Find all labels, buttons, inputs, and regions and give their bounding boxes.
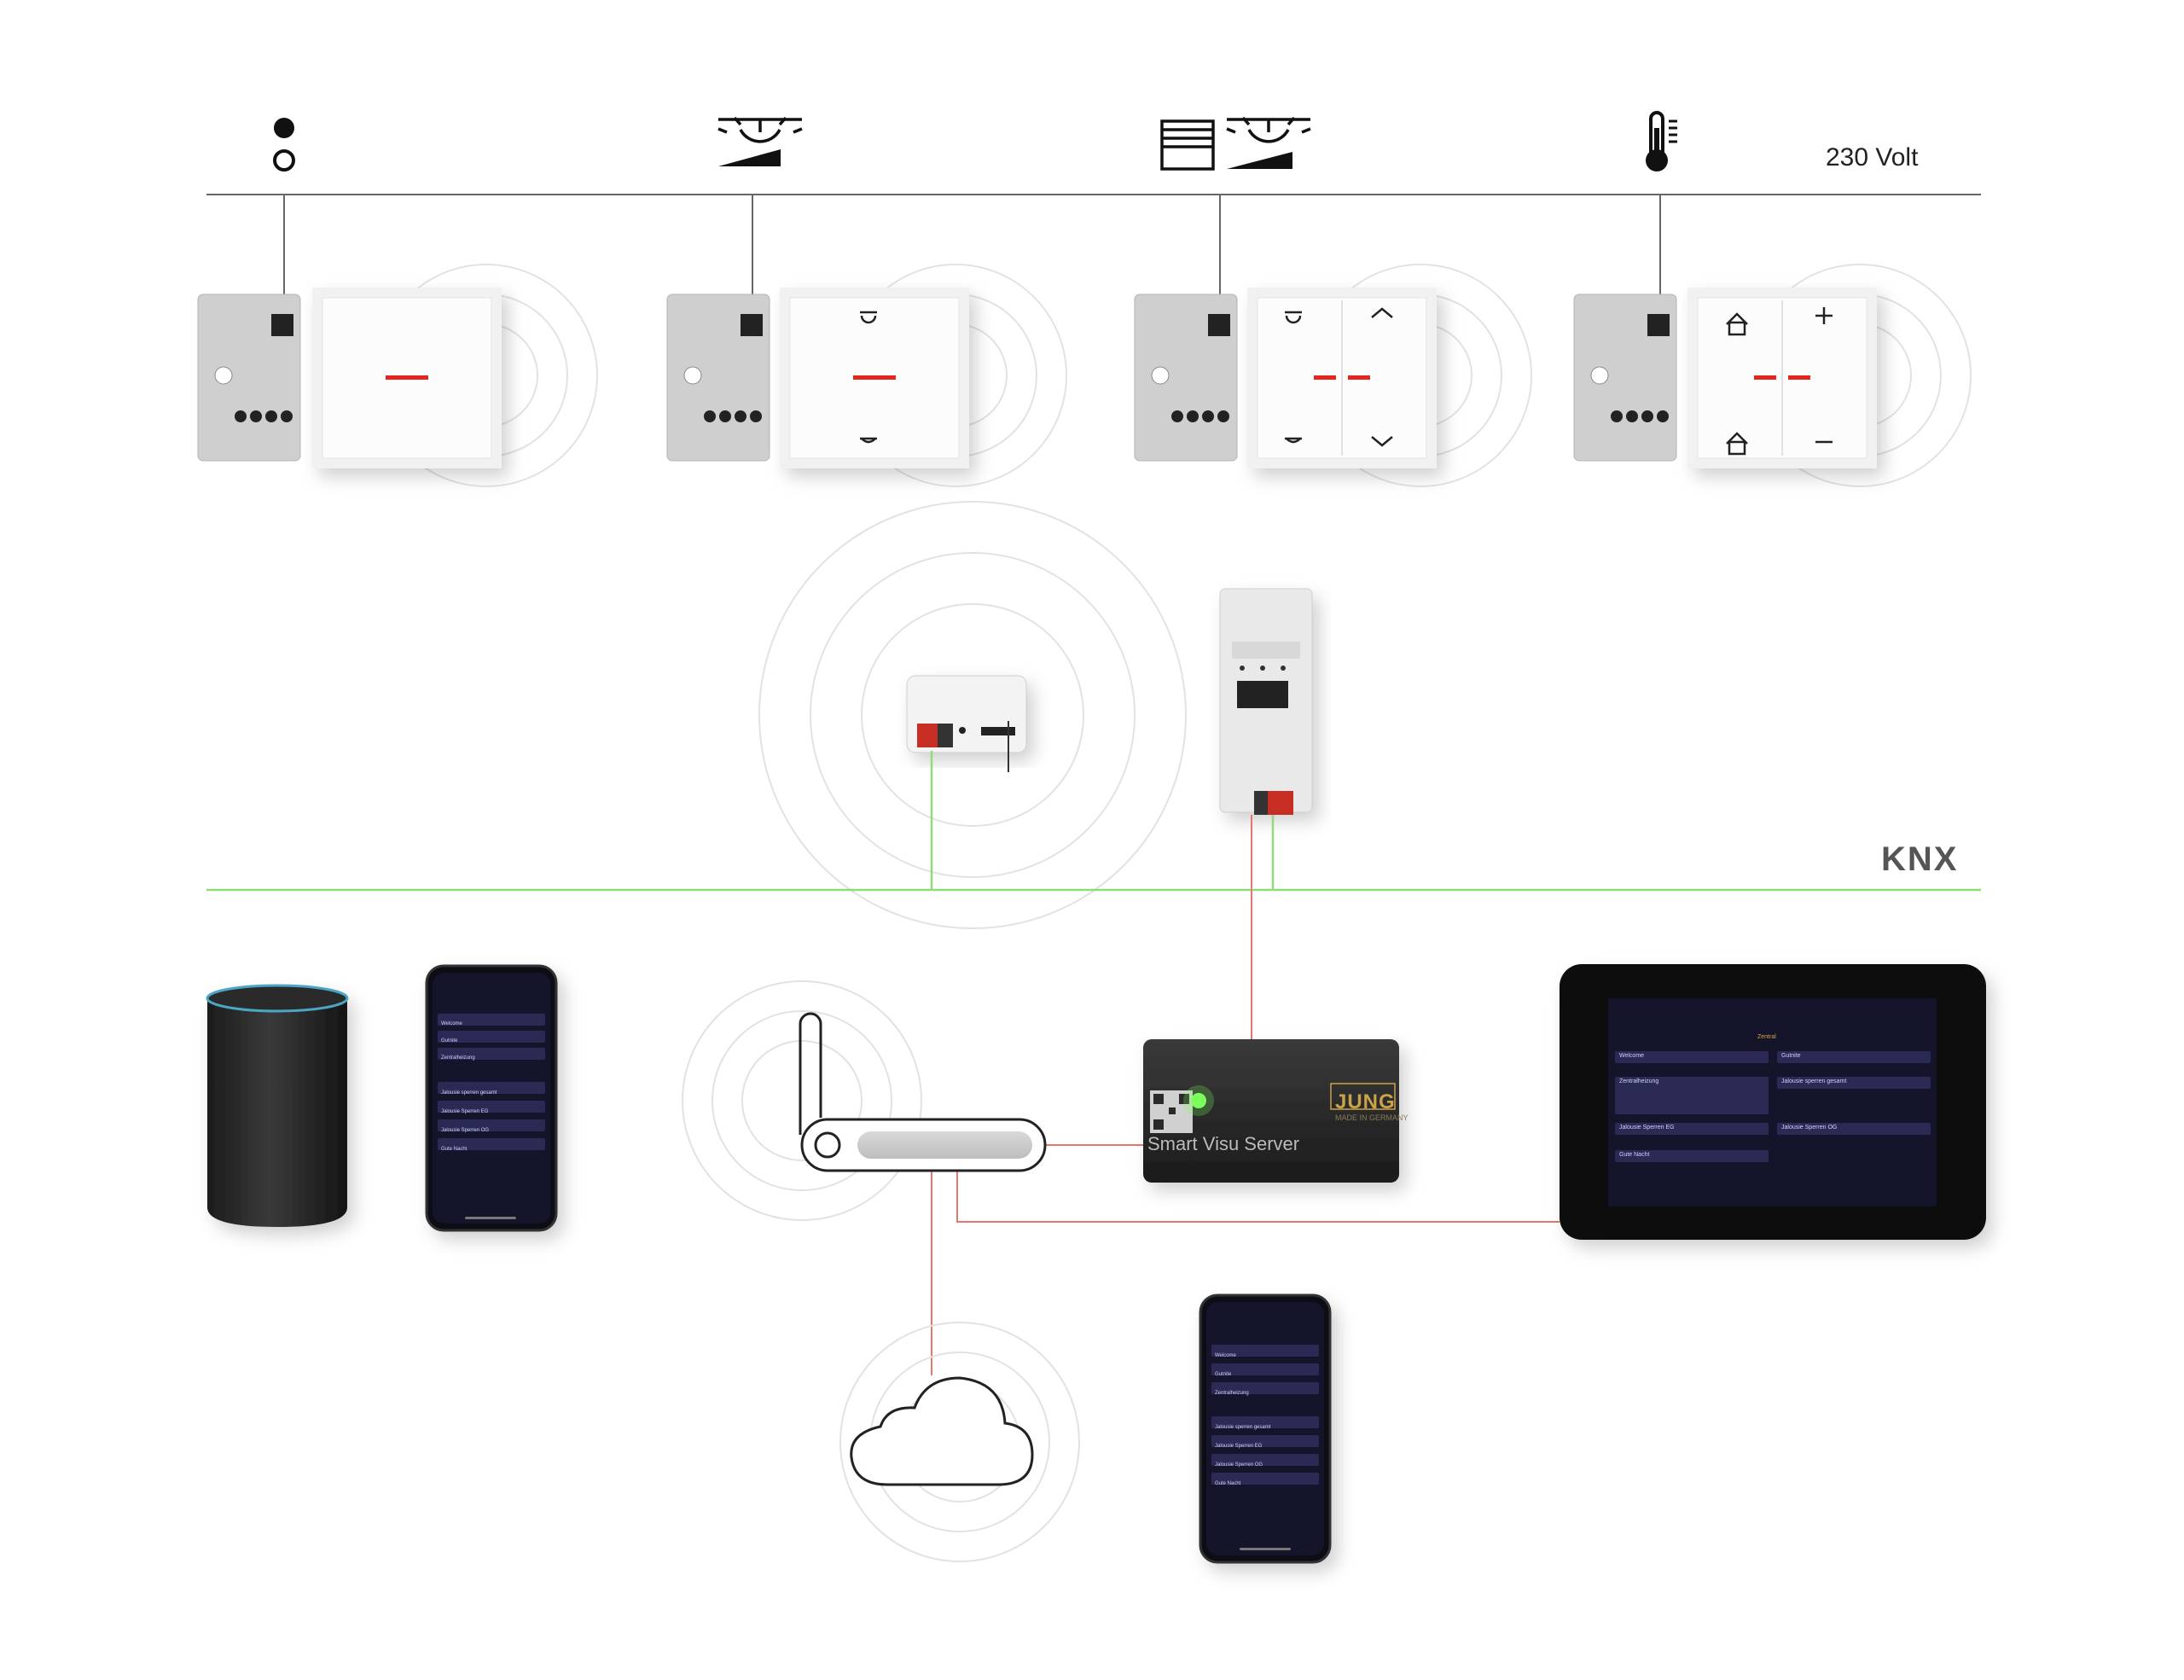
phone2-item-list: Welcome Gutnite Zentralheizung: [1215, 1346, 1249, 1403]
wireless-switch-unit-2: [666, 264, 1067, 487]
phone1-item-list: Welcome Gutnite Zentralheizung: [441, 1015, 475, 1067]
switch-icon: [273, 118, 295, 171]
wireless-switch-unit-1: [197, 264, 598, 487]
list-item: Gute Nacht: [1619, 1152, 1650, 1158]
smart-speaker: [206, 984, 349, 1227]
list-item: Jalousie Sperren OG: [1781, 1125, 1838, 1131]
voltage-label: 230 Volt: [1826, 143, 1919, 171]
list-item: Jalousie sperren gesamt: [1215, 1425, 1271, 1430]
smart-visu-server: [1143, 1039, 1399, 1183]
tablet-tab: Zentral: [1757, 1034, 1776, 1040]
tablet-app: [1560, 964, 1986, 1240]
blind-dimmer-icon: [1160, 116, 1311, 171]
arrow-down-icon: [1371, 436, 1393, 447]
list-item: Jalousie sperren gesamt: [1781, 1078, 1847, 1084]
router-icon: [682, 980, 1047, 1221]
phone1-item-list-2: Jalousie sperren gesamt Jalousie Sperren…: [441, 1084, 497, 1159]
wireless-switch-unit-3: [1134, 264, 1532, 487]
server-label: Smart Visu Server: [1147, 1133, 1300, 1154]
server-brand: JUNG: [1335, 1090, 1396, 1113]
phone2-item-list-2: Jalousie sperren gesamt Jalousie Sperren…: [1215, 1418, 1270, 1493]
list-item: Jalousie Sperren EG: [1215, 1444, 1263, 1449]
list-item: Welcome: [1215, 1353, 1236, 1358]
list-item: Jalousie Sperren EG: [1619, 1125, 1675, 1131]
line-lan: [931, 815, 1560, 1375]
list-item: Jalousie sperren gesamt: [441, 1090, 497, 1096]
list-item: Gutnite: [1215, 1372, 1232, 1377]
list-item: Welcome: [441, 1021, 462, 1026]
list-item: Jalousie Sperren OG: [441, 1128, 490, 1133]
thermometer-icon: [1646, 111, 1677, 171]
house-icon: [1726, 312, 1748, 456]
cloud-icon: [839, 1322, 1080, 1562]
server-brand-sub: MADE IN GERMANY: [1335, 1113, 1409, 1122]
list-item: Gutnite: [441, 1038, 458, 1043]
drop-lines-230v: [283, 195, 1661, 299]
knx-ip-router: [1219, 588, 1313, 815]
plus-icon: [1815, 307, 1833, 324]
list-item: Jalousie Sperren EG: [441, 1109, 489, 1114]
list-item: Gute Nacht: [1215, 1481, 1241, 1486]
list-item: Jalousie Sperren OG: [1215, 1462, 1263, 1468]
list-item: Zentralheizung: [1619, 1078, 1659, 1084]
wireless-switch-unit-4: [1573, 264, 1972, 487]
list-item: Gute Nacht: [441, 1147, 468, 1152]
list-item: Zentralheizung: [441, 1055, 475, 1061]
list-item: Welcome: [1619, 1053, 1645, 1059]
list-item: Zentralheizung: [1215, 1391, 1249, 1396]
dimmer-icon: [717, 116, 803, 166]
arrow-up-icon: [1371, 307, 1393, 318]
phone-app-1: [425, 964, 558, 1232]
phone-app-2: [1199, 1293, 1332, 1564]
list-item: Gutnite: [1781, 1053, 1801, 1059]
knx-logo: KNX: [1881, 840, 1959, 878]
radio-gateway: [758, 501, 1187, 929]
knx-drops: [930, 751, 1275, 890]
